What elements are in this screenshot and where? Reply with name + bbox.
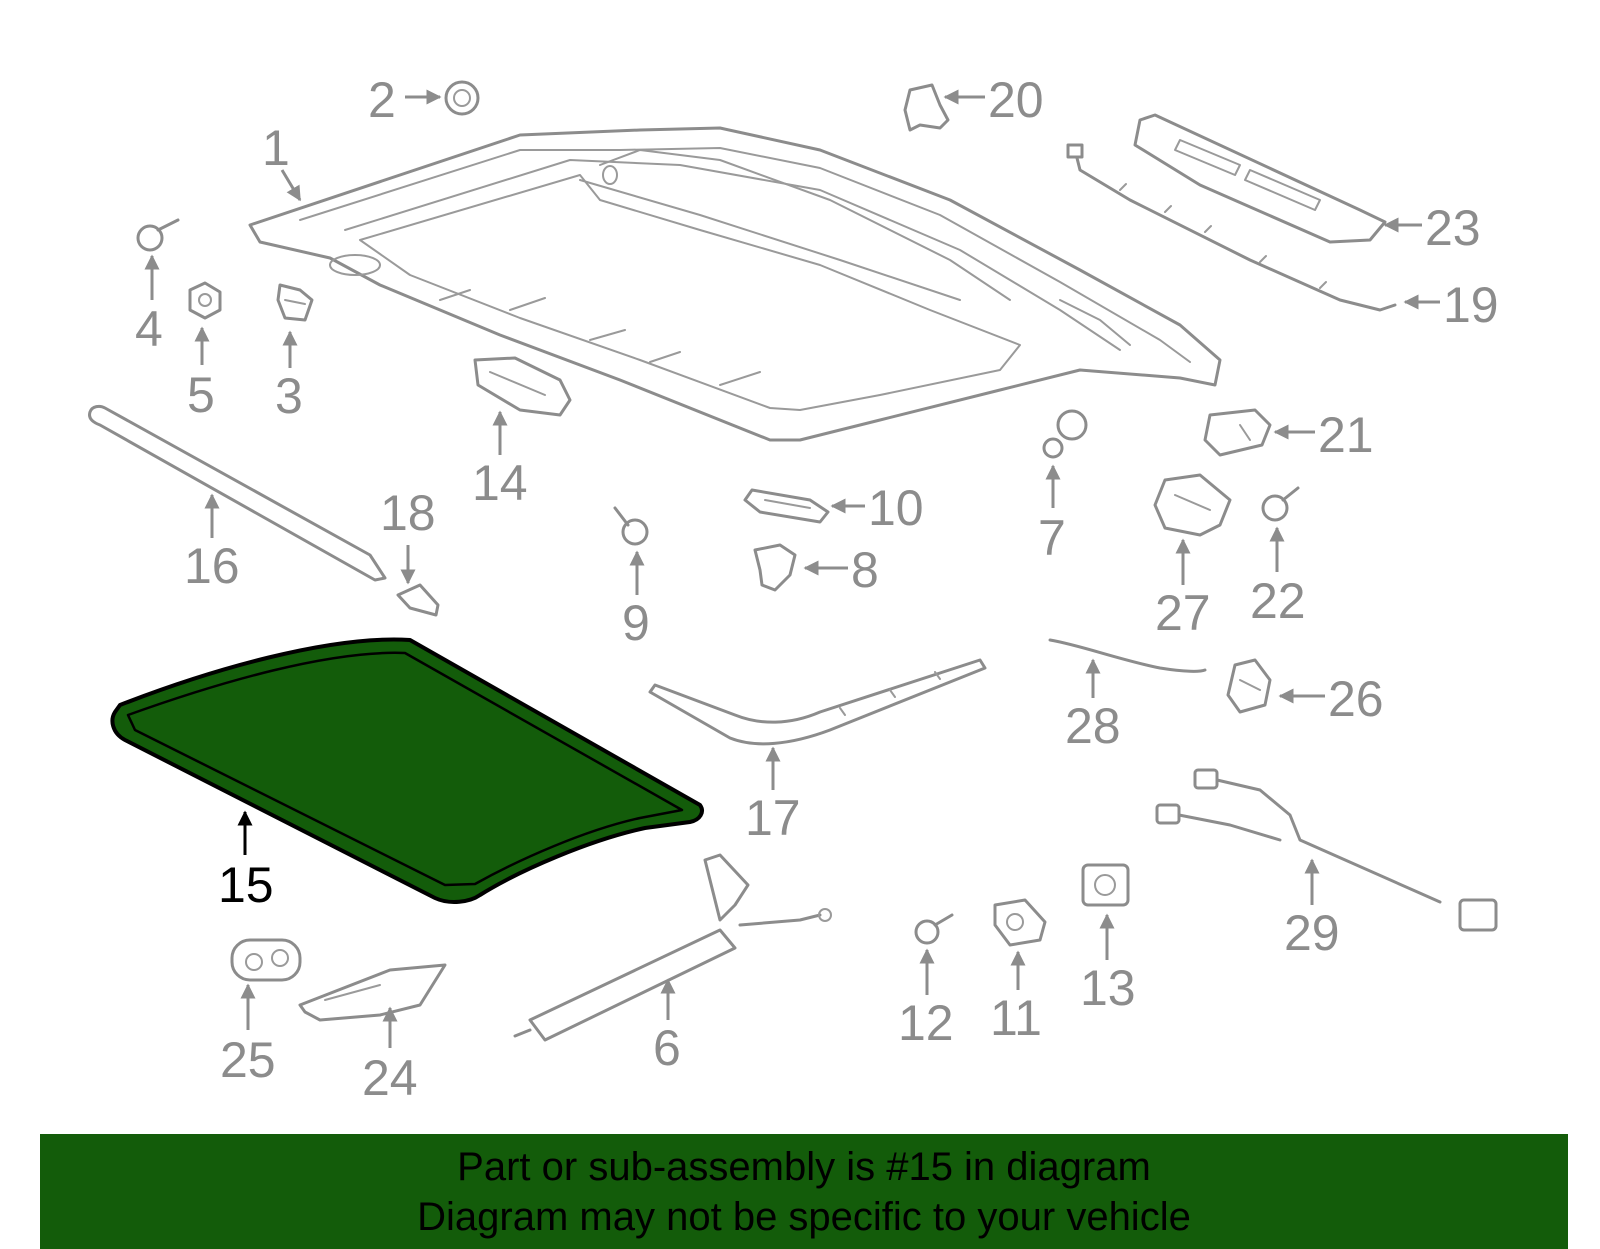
- callout-27: 27: [1155, 585, 1211, 641]
- callout-28: 28: [1065, 698, 1121, 754]
- part-3-clip[interactable]: [276, 283, 314, 322]
- part-26-latch[interactable]: [1226, 658, 1272, 714]
- part-25-grommet[interactable]: [230, 938, 302, 982]
- callout-19: 19: [1443, 277, 1499, 333]
- part-15-glass[interactable]: [110, 637, 704, 904]
- part-27-latch[interactable]: [1153, 473, 1232, 537]
- part-12-screw[interactable]: [914, 913, 954, 945]
- part-5-nut[interactable]: [188, 281, 222, 320]
- callout-24: 24: [362, 1050, 418, 1106]
- callout-9: 9: [622, 595, 650, 651]
- callout-25: 25: [220, 1032, 276, 1088]
- callout-11: 11: [990, 990, 1042, 1046]
- part-19-harness[interactable]: [1066, 143, 1397, 312]
- callout-18: 18: [380, 485, 436, 541]
- part-8-clip[interactable]: [753, 543, 797, 592]
- banner-line-1: Part or sub-assembly is #15 in diagram: [457, 1145, 1151, 1189]
- callout-26: 26: [1328, 671, 1384, 727]
- callout-16: 16: [184, 538, 240, 594]
- part-24-bracket[interactable]: [298, 963, 447, 1022]
- callout-14: 14: [472, 455, 528, 511]
- part-11-bumper[interactable]: [993, 898, 1047, 947]
- part-14-handle[interactable]: [473, 356, 572, 417]
- part-28-cable[interactable]: [1048, 638, 1207, 673]
- callout-5: 5: [187, 367, 215, 423]
- part-29-harness[interactable]: [1155, 768, 1498, 932]
- callout-29: 29: [1284, 905, 1340, 961]
- part-20-bracket[interactable]: [903, 83, 950, 132]
- callout-6: 6: [653, 1020, 681, 1076]
- part-10-bracket[interactable]: [743, 488, 830, 524]
- part-1-liftgate-panel[interactable]: [248, 126, 1222, 442]
- part-22-bolt[interactable]: [1261, 486, 1300, 522]
- callout-10: 10: [868, 480, 924, 536]
- callout-17: 17: [745, 790, 801, 846]
- callout-22: 22: [1250, 573, 1306, 629]
- callout-4: 4: [135, 301, 163, 357]
- callout-21: 21: [1318, 407, 1374, 463]
- banner-line-2: Diagram may not be specific to your vehi…: [417, 1195, 1191, 1239]
- callout-2: 2: [368, 72, 396, 128]
- callout-15: 15: [218, 857, 274, 913]
- part-2-grommet[interactable]: [444, 80, 480, 116]
- callout-7: 7: [1038, 510, 1066, 566]
- callout-23: 23: [1425, 200, 1481, 256]
- part-7-pin[interactable]: [1042, 409, 1088, 459]
- part-9-bolt[interactable]: [613, 506, 649, 546]
- part-18-bracket[interactable]: [396, 583, 440, 617]
- part-13-latch[interactable]: [1081, 863, 1130, 907]
- callout-8: 8: [851, 542, 879, 598]
- part-6-strut[interactable]: [513, 853, 832, 1042]
- callout-1: 1: [262, 120, 290, 176]
- part-16-molding[interactable]: [88, 404, 387, 582]
- info-banner: Part or sub-assembly is #15 in diagram D…: [40, 1134, 1568, 1249]
- part-4-bolt[interactable]: [136, 218, 180, 252]
- callout-13: 13: [1080, 960, 1136, 1016]
- callout-12: 12: [898, 995, 954, 1051]
- part-17-seal[interactable]: [648, 658, 987, 746]
- callout-20: 20: [988, 72, 1044, 128]
- part-23-spoiler[interactable]: [1133, 113, 1387, 244]
- part-21-cap[interactable]: [1203, 408, 1272, 457]
- callout-3: 3: [275, 368, 303, 424]
